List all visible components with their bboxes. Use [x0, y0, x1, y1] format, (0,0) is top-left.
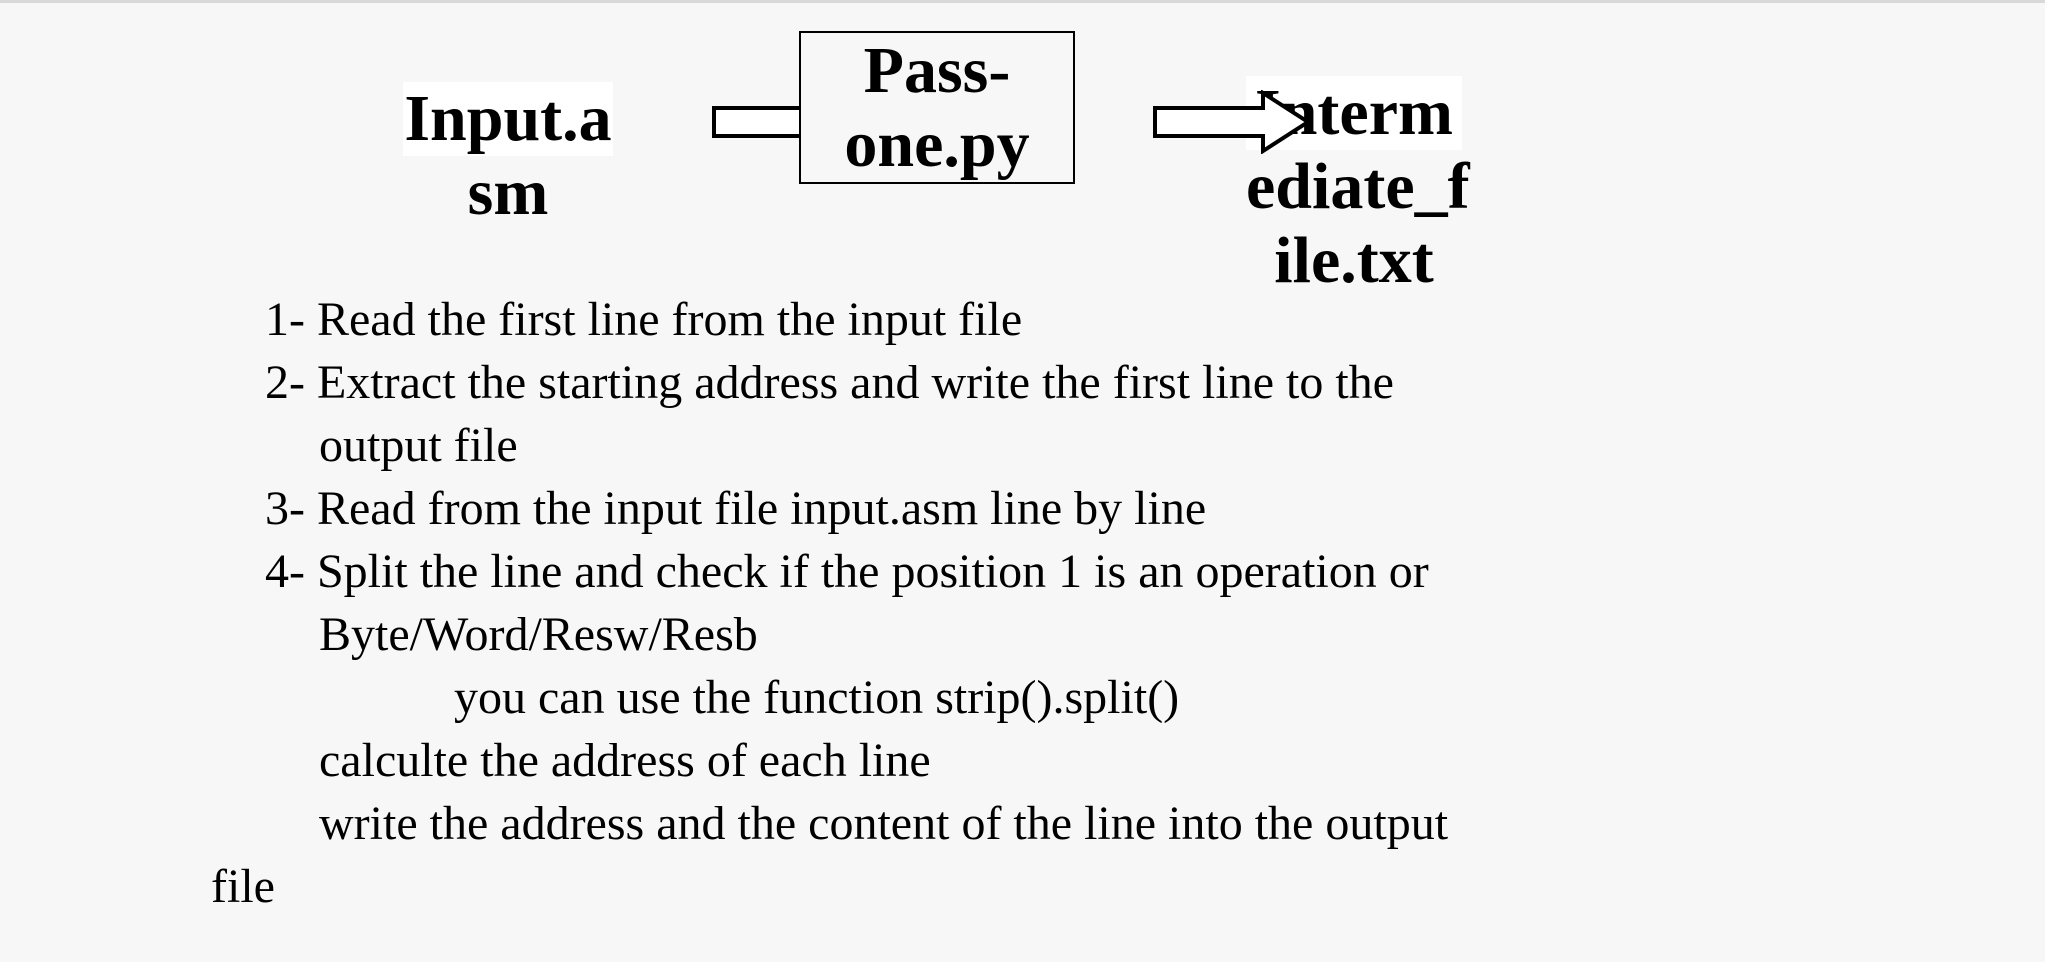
pass-one-script-box: Pass- one.py: [799, 31, 1075, 184]
step-line: you can use the function strip().split(): [454, 671, 1180, 724]
pass-one-label-line-1: Pass-: [863, 34, 1011, 107]
step-line: calculte the address of each line: [319, 734, 931, 787]
arrow-right-icon: [1153, 90, 1311, 154]
step-line: write the address and the content of the…: [319, 797, 1449, 850]
input-file-label-line-1: Input.a: [403, 82, 613, 156]
step-line: 1- Read the first line from the input fi…: [265, 293, 1023, 346]
step-line: Byte/Word/Resw/Resb: [319, 608, 758, 661]
intermediate-file-label-line-2: ediate_f: [1246, 150, 1470, 223]
step-line: 4- Split the line and check if the posit…: [265, 545, 1429, 598]
intermediate-file-label-line-3: ile.txt: [1274, 224, 1434, 297]
step-line: output file: [319, 419, 518, 472]
step-line: 2- Extract the starting address and writ…: [265, 356, 1394, 409]
step-line: file: [211, 860, 275, 913]
step-line: 3- Read from the input file input.asm li…: [265, 482, 1207, 535]
input-file-node: Input.a sm: [403, 82, 613, 230]
input-file-label-line-2: sm: [467, 156, 549, 229]
pass-one-label-line-2: one.py: [844, 108, 1030, 181]
top-divider: [0, 0, 2045, 3]
